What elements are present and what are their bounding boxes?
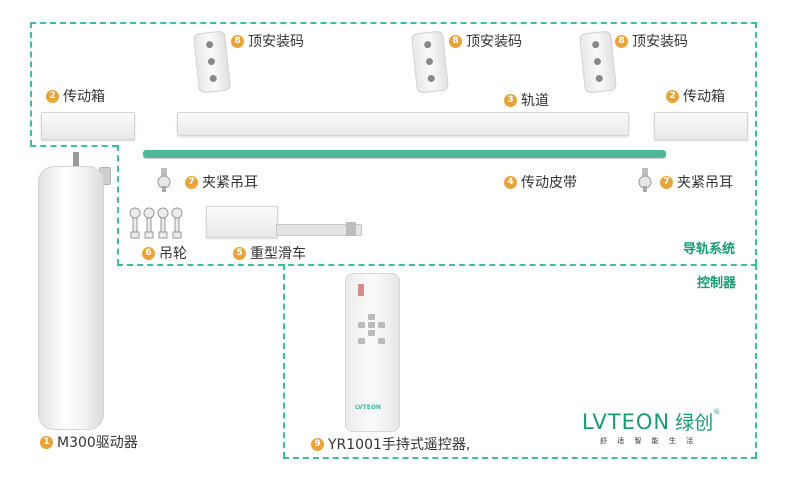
belt (143, 150, 666, 158)
controller-border-left (283, 264, 285, 458)
pulley-icon-group (129, 207, 183, 239)
brand-name-cn: 绿创 (675, 412, 714, 434)
rail-system-title: 导轨系统 (683, 242, 736, 257)
remote-logo: LVTEON (355, 404, 381, 411)
top-mount-bracket-3 (578, 30, 618, 94)
clamp-left-icon (157, 168, 171, 192)
gearbox-right (654, 112, 748, 140)
controller-border-bottom (283, 457, 757, 459)
rail-system-border-right (755, 22, 757, 265)
rail-system-border-top (30, 22, 757, 24)
remote-control: LVTEON (345, 273, 400, 432)
track (177, 112, 629, 136)
brand-slogan: 舒 适 智 能 生 活 (600, 437, 698, 445)
controller-title: 控制器 (697, 276, 737, 291)
remote-button (378, 322, 385, 328)
brand-registered: ® (713, 408, 721, 416)
motor-body (38, 166, 104, 430)
remote-button (368, 314, 375, 320)
brand-name-latin: LVTEON (582, 410, 671, 434)
rail-system-border-left (30, 22, 32, 146)
top-mount-bracket-2 (410, 30, 450, 94)
remote-indicator (358, 284, 364, 296)
brand-logo: LVTEON 绿创® (582, 408, 720, 435)
remote-button (368, 322, 375, 328)
rail-system-border-inner-left (117, 145, 119, 265)
remote-button (358, 322, 365, 328)
carriage-arm-end (346, 222, 356, 236)
carriage-body (206, 206, 278, 238)
gearbox-left (41, 112, 135, 140)
rail-system-border-mid (30, 145, 118, 147)
rail-system-border-bottom (117, 264, 757, 266)
carriage-arm (276, 224, 362, 236)
controller-border-right (755, 264, 757, 458)
remote-button (368, 330, 375, 336)
remote-button (358, 338, 365, 344)
clamp-right-icon (638, 168, 652, 192)
motor-shaft (73, 152, 79, 166)
top-mount-bracket-1 (192, 30, 232, 94)
remote-button (378, 338, 385, 344)
